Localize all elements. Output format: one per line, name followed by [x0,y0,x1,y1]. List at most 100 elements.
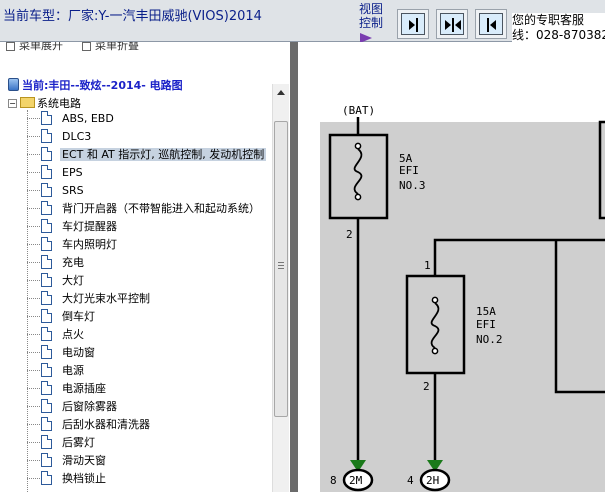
next-page-button[interactable] [397,9,429,39]
tree-item-label: 后刮水器和清洗器 [62,418,150,431]
panel-splitter[interactable] [290,42,298,492]
tree-item[interactable]: 大灯 [27,271,272,289]
document-icon [41,345,52,359]
grip-icon [278,262,284,269]
fuse1-amp: 5A [399,152,413,165]
support-line1: 您的专职客服 [512,13,585,27]
tree-item[interactable]: 电源插座 [27,379,272,397]
tree-connector [27,298,40,299]
menu-expand-label: 菜单展开 [19,42,63,52]
scroll-thumb[interactable] [274,121,288,417]
tree-item-label: 换档锁止 [62,472,106,485]
tree-item-label: 倒车灯 [62,310,95,323]
document-icon [41,165,52,179]
menu-collapse-button[interactable]: 菜单折叠 [82,42,139,53]
tree-guide-line [27,110,28,492]
tree-item[interactable]: 大灯光束水平控制 [27,289,272,307]
next-component-box [598,120,605,220]
connector1-num: 8 [330,474,337,487]
tree-item[interactable]: ECT 和 AT 指示灯, 巡航控制, 发动机控制 [27,145,272,163]
tree-item[interactable]: 电源 [27,361,272,379]
connector-2m[interactable] [342,468,374,492]
tree-item[interactable]: 滑动天窗 [27,451,272,469]
menu-expand-button[interactable]: 菜单展开 [6,42,63,53]
tree-item-label: ECT 和 AT 指示灯, 巡航控制, 发动机控制 [60,148,267,161]
tree-item[interactable]: 换档锁止 [27,469,272,487]
tree-connector [27,226,40,227]
tree-item-label: 大灯光束水平控制 [62,292,150,305]
tree-item[interactable]: EPS [27,163,272,181]
current-path: 当前:丰田--致炫--2014- 电路图 [8,77,183,93]
tree-connector [27,154,40,155]
tree-connector [27,118,40,119]
tree-item[interactable]: ABS, EBD [27,109,272,127]
car-model-title: 当前车型：厂家:Y-一汽丰田威驰(VIOS)2014 [3,9,262,24]
tree-item-label: 后雾灯 [62,436,95,449]
scroll-up-button[interactable] [273,84,289,101]
document-icon [41,471,52,485]
arrow-left-bar-icon [487,18,496,32]
flag-icon [360,33,372,43]
left-panel: 菜单展开 菜单折叠 当前:丰田--致炫--2014- 电路图 −系统电路 ABS… [0,42,290,492]
tree-item[interactable]: 后雾灯 [27,433,272,451]
support-line2: 线：028-870382 [512,28,605,42]
fuse1-name: EFI [399,164,419,177]
tree-item[interactable]: 后窗除雾器 [27,397,272,415]
tree-item[interactable]: 点火 [27,325,272,343]
tree-connector [27,406,40,407]
tree-item[interactable]: 车内照明灯 [27,235,272,253]
tree-item-label: 点火 [62,328,84,341]
fuse2-name: EFI [476,318,496,331]
tree-connector [27,334,40,335]
document-icon [41,201,52,215]
title-bar: 当前车型：厂家:Y-一汽丰田威驰(VIOS)2014 视图 控制 您的专职客服 … [0,0,605,43]
tree-item-label: 滑动天窗 [62,454,106,467]
document-icon [41,147,52,161]
tree-root-node[interactable]: −系统电路 [8,95,81,111]
tree-item-label: 充电 [62,256,84,269]
tree-item[interactable]: 充电 [27,253,272,271]
scrollbar[interactable] [272,84,289,492]
diagram-background [320,122,605,492]
document-icon [41,255,52,269]
tree-connector [27,370,40,371]
tree-connector [27,352,40,353]
tree-connector [27,478,40,479]
tree-item[interactable]: 背门开启器（不带智能进入和起动系统） [27,199,272,217]
tree-item[interactable]: 车灯提醒器 [27,217,272,235]
document-icon [41,237,52,251]
previous-page-button[interactable] [475,9,507,39]
tree-item-label: EPS [62,166,83,179]
arrow-down-icon [427,460,443,472]
tree-item[interactable]: 倒车灯 [27,307,272,325]
collapse-node-icon[interactable]: − [8,99,17,108]
tree-item[interactable]: DLC3 [27,127,272,145]
tree-connector [27,244,40,245]
expand-icon [6,42,15,51]
arrow-down-icon [350,460,366,472]
document-icon [41,219,52,233]
view-control-label[interactable]: 视图 控制 [359,2,393,43]
tree-connector [27,442,40,443]
arrow-right-bar-icon [409,18,418,32]
menu-bar: 菜单展开 菜单折叠 [0,42,290,54]
tree-connector [27,208,40,209]
document-icon [41,435,52,449]
connector-2h[interactable] [419,468,451,492]
fit-view-button[interactable] [436,9,468,39]
tree-item-label: 电源插座 [62,382,106,395]
tree-connector [27,172,40,173]
menu-collapse-label: 菜单折叠 [95,42,139,52]
fuse1-pin: 2 [346,228,353,241]
document-icon [41,291,52,305]
wiring-diagram[interactable]: (BAT) 5A EFI NO.3 2 1 15A EFI NO.2 2 [298,42,605,492]
bat-label: (BAT) [342,104,375,117]
tree-item[interactable]: 电动窗 [27,343,272,361]
collapse-icon [82,42,91,51]
document-icon [41,363,52,377]
arrows-center-bar-icon [445,18,461,32]
tree-item[interactable]: SRS [27,181,272,199]
current-path-label: 当前:丰田--致炫--2014- 电路图 [22,79,183,92]
tree-item[interactable]: 后刮水器和清洗器 [27,415,272,433]
